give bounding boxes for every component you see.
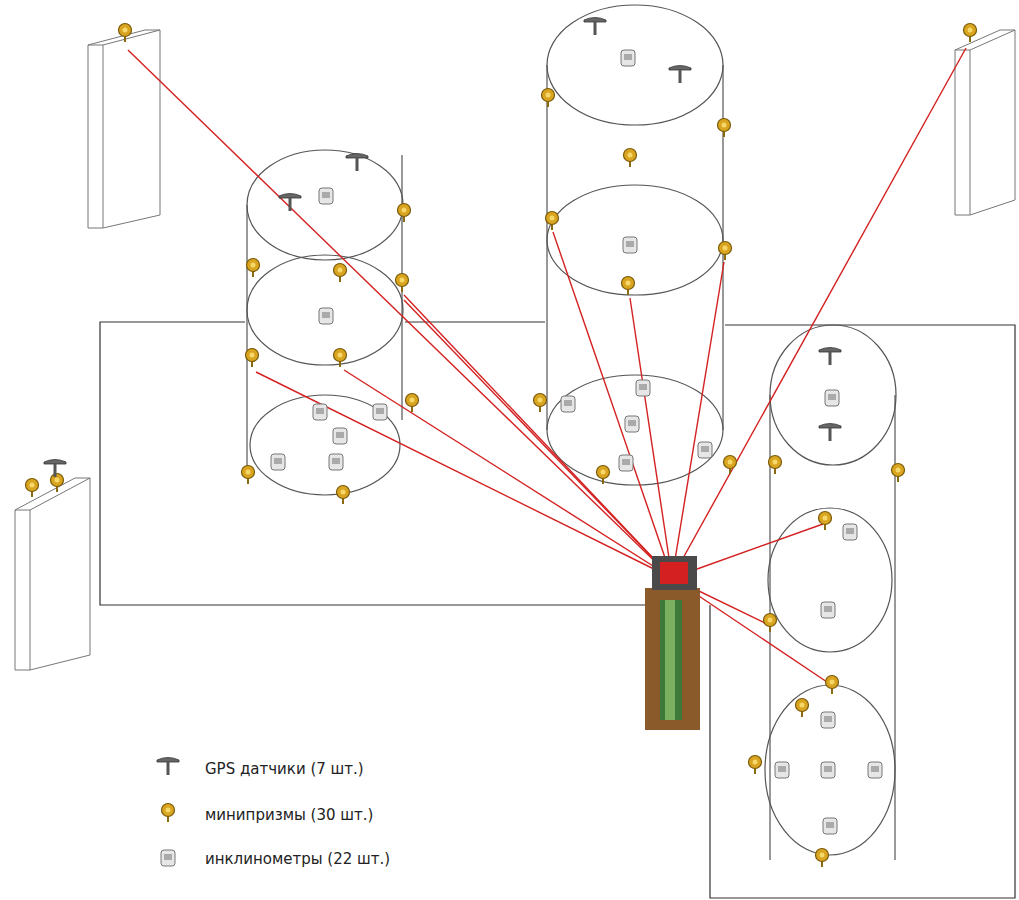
prism-symbol	[26, 24, 977, 868]
legend-text: GPS датчики (7 шт.)	[205, 760, 364, 778]
gps-symbol	[44, 18, 841, 478]
building-outline	[100, 322, 1015, 898]
inclinometer-symbol	[271, 50, 882, 834]
legend-text: инклинометры (22 шт.)	[205, 850, 390, 868]
tower-outline	[247, 5, 896, 860]
sight-line	[128, 48, 966, 684]
tall-building	[15, 30, 1015, 670]
legend-symbol	[157, 758, 179, 867]
legend-text: минипризмы (30 шт.)	[205, 806, 373, 824]
total-station	[645, 556, 700, 730]
